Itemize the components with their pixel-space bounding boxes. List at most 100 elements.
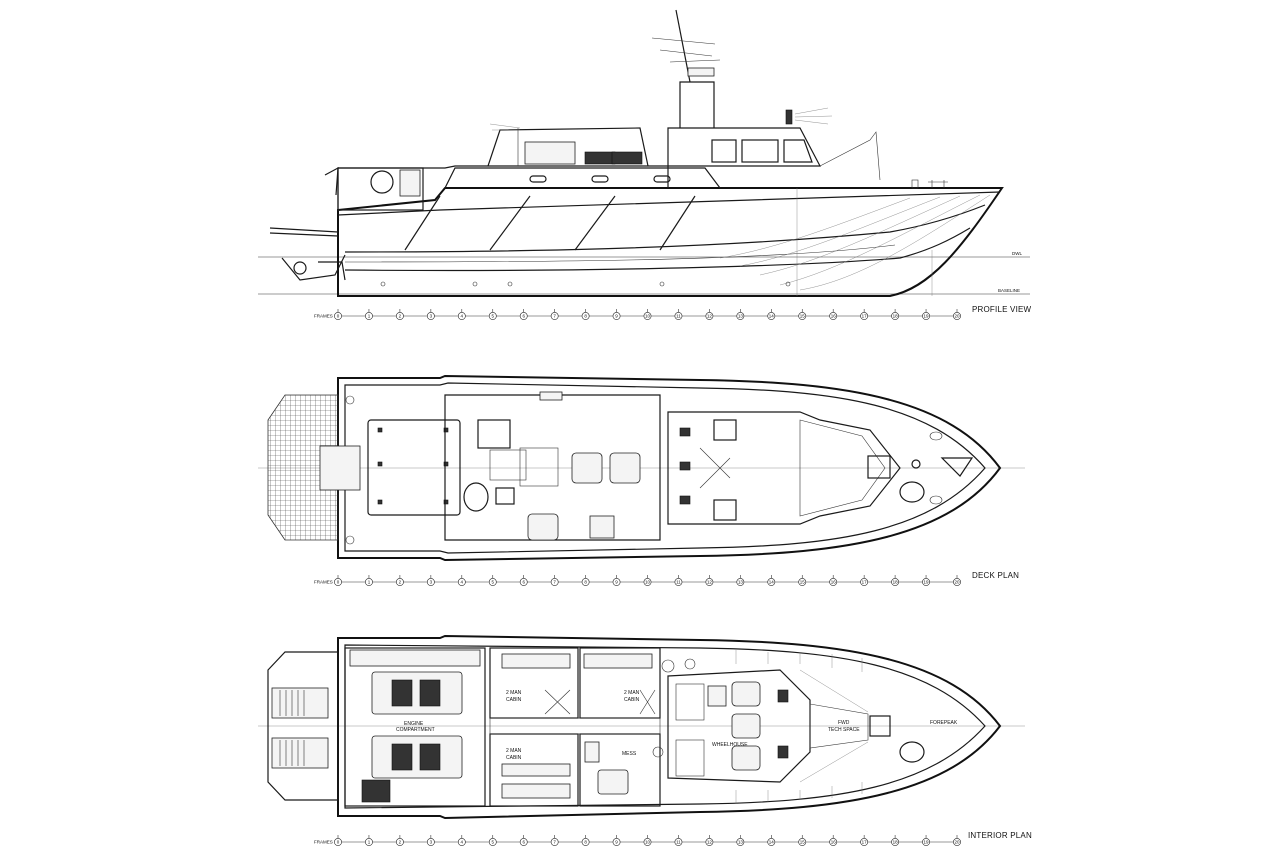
helm-seats — [707, 681, 789, 771]
frame-number: 3 — [430, 580, 433, 585]
frame-marker — [334, 838, 342, 846]
frame-number: 1 — [368, 580, 371, 585]
frame-number: 5 — [491, 840, 494, 845]
frame-number: 12 — [707, 580, 713, 585]
frame-marker — [674, 312, 683, 320]
frame-marker — [334, 578, 342, 586]
frame-marker — [426, 312, 435, 320]
frame-marker — [643, 838, 652, 846]
cabin-side — [444, 167, 721, 189]
frame-marker — [922, 312, 930, 320]
frame-number: 2 — [399, 580, 402, 585]
frame-number: 8 — [584, 314, 587, 319]
frame-number: 13 — [738, 840, 744, 845]
frame-marker — [519, 312, 528, 320]
wheelhouse-window — [711, 139, 737, 163]
deck-plan-title: DECK PLAN — [972, 571, 1019, 580]
frame-marker — [798, 838, 807, 846]
frame-number: 13 — [738, 314, 744, 319]
frame-marker — [736, 312, 745, 320]
profile-view-title: PROFILE VIEW — [972, 305, 1032, 314]
sheer-line — [337, 191, 1001, 216]
wheelhouse-window — [783, 139, 813, 163]
frame-number: 19 — [924, 840, 930, 845]
frame-number: 2 — [399, 840, 402, 845]
frame-marker — [395, 578, 404, 586]
frame-number: 14 — [769, 314, 775, 319]
radar-mast — [651, 9, 721, 128]
frame-number: 17 — [862, 580, 868, 585]
deck-equipment — [524, 141, 643, 165]
frame-marker — [395, 838, 404, 846]
frame-number: 7 — [553, 314, 556, 319]
frame-marker — [581, 312, 590, 320]
wheelhouse-roof — [667, 411, 901, 525]
frame-number: 12 — [707, 840, 713, 845]
frame-marker — [922, 578, 930, 586]
dwl-label: DWL — [1012, 251, 1022, 256]
interior-plan: ENGINE COMPARTMENT 2 MAN CABIN 2 MAN CAB… — [258, 634, 1032, 840]
frame-marker — [674, 578, 683, 586]
passageway — [489, 717, 661, 735]
frame-marker — [581, 838, 590, 846]
frame-number: 4 — [461, 840, 464, 845]
aft-canopy — [487, 127, 649, 167]
frame-number: 7 — [553, 840, 556, 845]
seats — [527, 452, 641, 541]
baseline-label: BASELINE — [998, 288, 1020, 293]
frame-number: 8 — [584, 580, 587, 585]
frame-marker — [550, 578, 559, 586]
frame-marker — [953, 578, 961, 586]
frame-number: 1 — [368, 840, 371, 845]
frame-marker — [643, 578, 652, 586]
frame-number: 10 — [645, 580, 651, 585]
cabin-label: 2 MAN — [506, 748, 522, 754]
frame-number: 1 — [368, 314, 371, 319]
tech-label: TECH SPACE — [828, 727, 860, 733]
frame-marker — [550, 838, 559, 846]
frame-number: 3 — [430, 314, 433, 319]
frame-number: 18 — [893, 314, 899, 319]
frame-marker — [426, 578, 435, 586]
frame-marker — [736, 578, 745, 586]
frame-marker — [767, 312, 776, 320]
frame-number: 11 — [676, 314, 681, 319]
cabin-label: 2 MAN — [506, 690, 522, 696]
wheelhouse-label: WHEELHOUSE — [712, 742, 748, 748]
keel-line — [344, 227, 971, 272]
frame-number: 20 — [954, 314, 960, 319]
frame-marker — [457, 312, 466, 320]
frame-number: 6 — [522, 840, 525, 845]
frame-number: 19 — [924, 314, 930, 319]
wheelhouse-window — [741, 139, 779, 163]
profile-view: DWL BASELINE — [258, 9, 1032, 314]
frame-number: 8 — [584, 840, 587, 845]
deck-plan: DECK PLAN — [258, 374, 1025, 580]
interior-plan-title: INTERIOR PLAN — [968, 831, 1032, 840]
hull-outline — [337, 187, 1004, 297]
frame-marker — [891, 838, 899, 846]
engine-compartment-label-2: COMPARTMENT — [396, 727, 435, 733]
aft-deck-hatch — [367, 419, 461, 516]
frame-marker — [612, 838, 621, 846]
deck-bits — [679, 427, 691, 505]
frame-marker — [860, 578, 869, 586]
frame-marker — [643, 312, 652, 320]
wheelhouse-rail — [819, 131, 881, 181]
frame-marker — [457, 838, 466, 846]
frame-number: 7 — [553, 580, 556, 585]
frame-marker — [674, 838, 683, 846]
frame-marker — [365, 578, 373, 586]
frame-number: 18 — [893, 840, 899, 845]
wheelhouse — [667, 127, 821, 167]
swim-platform-interior — [267, 651, 339, 801]
bow-shading — [719, 194, 991, 291]
stern-gear — [269, 166, 424, 281]
frame-marker — [612, 312, 621, 320]
frame-marker — [488, 578, 497, 586]
anchor-mount — [940, 457, 974, 477]
cabin-label: CABIN — [624, 697, 640, 703]
frame-marker — [426, 838, 435, 846]
frame-number: 11 — [676, 580, 681, 585]
